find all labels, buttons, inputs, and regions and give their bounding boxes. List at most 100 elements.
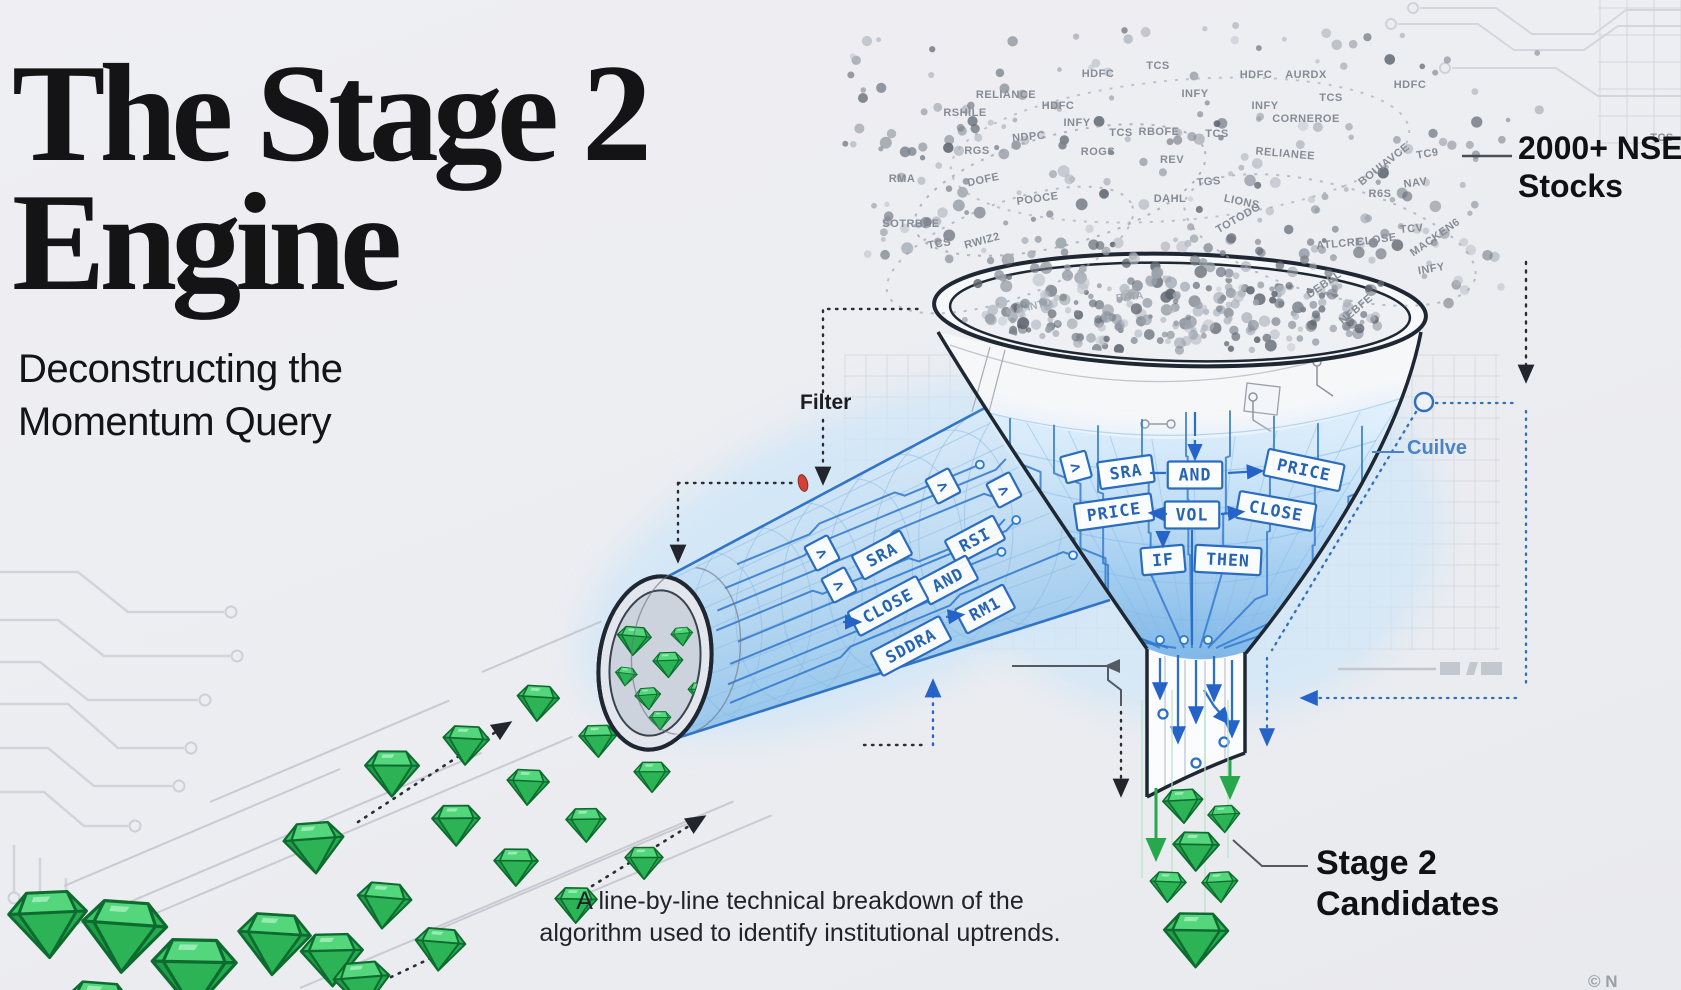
spout-signal-arrows [1151, 655, 1241, 769]
ticker-label: HDFC [1082, 68, 1115, 80]
ticker-label: TGS [1196, 175, 1221, 189]
keyword-box: AND [1166, 460, 1224, 490]
keyword-box: > [803, 534, 841, 572]
circuit-pattern-bottom-left [0, 570, 244, 935]
ticker-label: DOFE [966, 171, 1000, 190]
keyword-box: THEN [1193, 543, 1263, 577]
ticker-label: INFY [1063, 117, 1090, 129]
funnel-logic-arrows [1147, 412, 1265, 645]
ticker-label: TCS [1205, 128, 1229, 140]
elbow-arrow [1012, 666, 1121, 706]
caption-text: A line-by-line technical breakdown of th… [539, 887, 1061, 947]
filter-callout-lines [669, 307, 928, 747]
gem-icon [633, 761, 671, 794]
svg-text:SRA: SRA [1108, 460, 1143, 483]
ticker-label: SOTRBRE [882, 218, 939, 230]
gem-icon [149, 937, 239, 990]
ticker-label: RBOFE [1139, 126, 1180, 138]
gem-icon [515, 683, 561, 724]
curve-anchor-point [1413, 391, 1435, 413]
ticker-label: RMA [889, 173, 916, 185]
ticker-label: TCS [1146, 60, 1170, 72]
keyword-box: CLOSE [1234, 490, 1318, 532]
ticker-label: HDFC [1240, 69, 1273, 81]
ticker-label: ROGS [1081, 146, 1115, 158]
gem-icon [281, 819, 348, 877]
stocks-in-mouth [981, 274, 1380, 355]
svg-text:THEN: THEN [1206, 549, 1251, 570]
gem-icon [430, 804, 482, 848]
ticker-label: R6S [1369, 188, 1392, 200]
gem-icon [441, 724, 491, 767]
ticker-label: CORNEROE [1272, 113, 1340, 125]
curve-callout [1258, 391, 1528, 747]
gem-icon [505, 768, 551, 807]
label-filter: Filter [800, 391, 852, 414]
gem-icon [363, 750, 421, 798]
keyword-box: > [985, 471, 1023, 509]
ticker-label: TCS [1109, 127, 1133, 139]
keyword-box: > [1059, 449, 1093, 485]
stock-particle-cloud [842, 21, 1544, 333]
red-marker [797, 474, 809, 492]
svg-text:AND: AND [1179, 466, 1212, 485]
gem-icon [492, 848, 539, 888]
circuit-pattern-top-right [1385, 0, 1681, 152]
gem-icon [1206, 804, 1242, 835]
gem-icon [565, 807, 608, 844]
gem-icon [61, 979, 135, 990]
gem-icon [6, 889, 91, 961]
watermark: © N [1588, 972, 1618, 990]
ticker-label: RELIANCE [976, 89, 1036, 101]
ticker-label: RELIANEE [1255, 145, 1315, 162]
label-curve: Cuilve [1407, 437, 1468, 459]
ticker-label: AURDX [1285, 69, 1327, 81]
redacted-scale-bar [1338, 662, 1502, 675]
gem-icon [1161, 787, 1205, 826]
keyword-box: > [820, 566, 858, 604]
keyword-box: VOL [1163, 500, 1221, 530]
svg-text:IF: IF [1151, 550, 1174, 571]
ticker-label: ATLCRE [1316, 236, 1364, 252]
gem-icon [577, 724, 619, 759]
keyword-box: > [924, 467, 962, 505]
keyword-box: SRA [1096, 453, 1156, 491]
ticker-label: TCV [1400, 222, 1425, 236]
keyword-box: PRICE [1262, 448, 1346, 492]
ticker-label: TCS [927, 236, 952, 252]
ticker-label: INFY [1181, 88, 1208, 100]
ticker-label: DAHL [1154, 193, 1187, 205]
svg-text:VOL: VOL [1176, 506, 1209, 525]
ticker-label: REV [1160, 154, 1184, 166]
keyword-box: SDDRA [870, 615, 952, 677]
ticker-label: RGS [964, 145, 989, 157]
ticker-label: NAV [1403, 175, 1429, 190]
ticker-label: INFY [1417, 261, 1446, 278]
ticker-label: POOCE [1016, 190, 1059, 208]
ticker-label: TCS [1319, 92, 1343, 104]
ticker-label: HDFC [1042, 100, 1075, 112]
stage2-connector-line [1232, 839, 1308, 867]
ticker-label: TCR [975, 250, 1000, 269]
ticker-label: RSHILE [943, 107, 986, 119]
ticker-label: INTO [1026, 297, 1053, 314]
uptrend-dotted-arrows [356, 721, 707, 990]
ticker-label: TC9 [1415, 146, 1439, 162]
ticker-label: HDFC [1394, 79, 1427, 91]
gem-icon [1171, 831, 1221, 873]
ticker-label: NDPC [1012, 130, 1046, 145]
svg-text:>: > [1068, 456, 1083, 477]
ticker-label: TCS [1650, 132, 1674, 144]
ticker-label: INFY [1251, 100, 1278, 112]
output-region [1012, 666, 1308, 969]
keyword-box: IF [1139, 543, 1187, 577]
motion-lines [39, 620, 772, 989]
